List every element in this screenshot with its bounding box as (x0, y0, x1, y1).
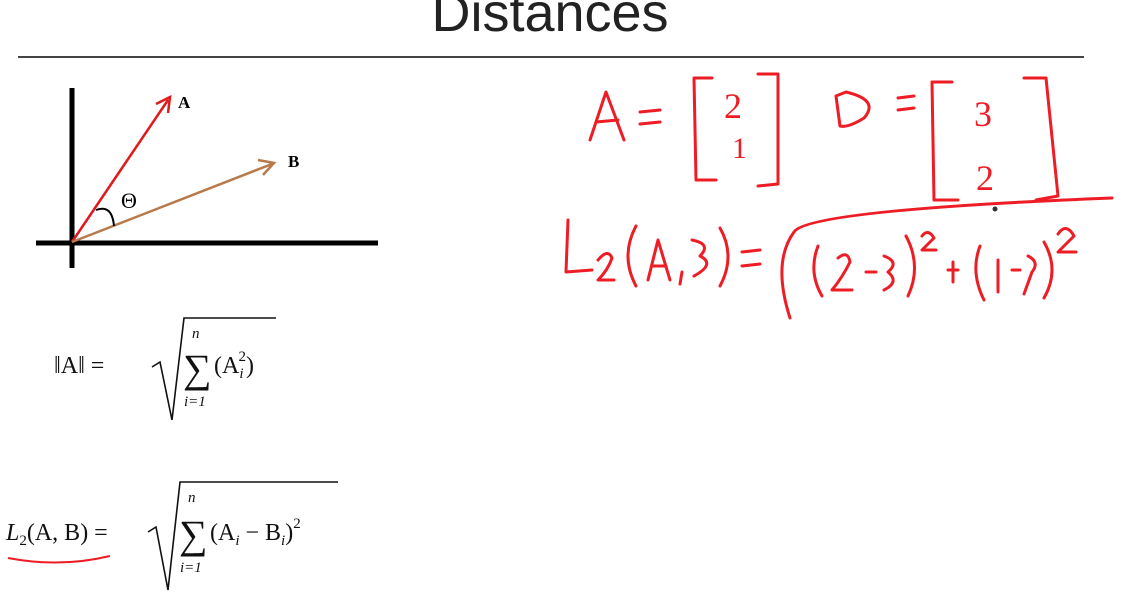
l2-term-minus: − B (240, 520, 282, 546)
hw-vector-a-entry-2: 1 (732, 132, 747, 165)
hw-paren-close-1 (718, 226, 730, 288)
hw-vector-a-entry-1: 2 (724, 86, 742, 126)
vector-diagram: A B Θ (36, 88, 378, 268)
norm-sigma: ∑ (183, 346, 212, 391)
l2-sigma: ∑ (179, 512, 208, 557)
hw-l2-sub (596, 252, 616, 282)
hw-radical (780, 196, 1114, 320)
hw-comma (678, 270, 684, 286)
l2-term-sup: 2 (293, 516, 301, 532)
vector-a-arrowhead (155, 94, 172, 114)
hw-group-2 (974, 227, 1078, 302)
angle-label: Θ (121, 188, 137, 213)
norm-sum-top: n (192, 326, 200, 342)
vector-b-label: B (288, 152, 299, 171)
l2-term-sub-b: i (281, 533, 285, 549)
norm-term-sup: 2 (239, 349, 247, 365)
l2-term-close: ) (285, 520, 293, 546)
l2-red-underline (7, 555, 111, 564)
hw-b-letter (690, 238, 709, 278)
hw-plus (946, 260, 960, 284)
svg-text:(Ai − Bi)2: (Ai − Bi)2 (210, 516, 301, 549)
vector-b-arrowhead (257, 158, 277, 176)
norm-lhs: ‖A‖ = (54, 353, 104, 379)
vector-a-arrow (70, 99, 170, 243)
norm-term-close: ) (246, 353, 254, 379)
title-divider (18, 56, 1084, 58)
hw-values: 2 1 3 2 (724, 86, 994, 198)
hw-dot (992, 206, 998, 212)
vector-a-label: A (178, 93, 191, 112)
hw-a-letter (646, 238, 672, 282)
hw-vector-b-entry-1: 3 (974, 94, 992, 134)
hw-equals-2 (896, 94, 916, 112)
l2-formula: L2(A, B) = n ∑ i=1 (Ai − Bi)2 (5, 481, 338, 591)
vector-b-arrow (71, 162, 273, 244)
svg-text:L2(A, B) =: L2(A, B) = (5, 520, 108, 549)
norm-radical (151, 317, 276, 420)
norm-formula: ‖A‖ = n ∑ i=1 (Ai2) (54, 317, 276, 420)
norm-sum-bottom: i=1 (184, 394, 206, 410)
norm-term: (A (214, 353, 240, 379)
hw-equals-3 (740, 248, 762, 268)
l2-sum-top: n (188, 490, 196, 506)
l2-term: (A (210, 520, 236, 546)
hw-bracket-left-a (692, 76, 718, 182)
l2-term-sub-a: i (235, 533, 239, 549)
hw-bracket-right-b (1022, 76, 1060, 202)
hw-label-a (588, 90, 626, 142)
hw-paren-open-1 (626, 224, 638, 288)
hw-group-1 (812, 231, 938, 298)
l2-sum-bottom: i=1 (180, 560, 202, 576)
l2-radical (147, 481, 338, 591)
slide-title: Distances (431, 0, 669, 43)
norm-term-sub: i (239, 366, 243, 382)
l2-lhs: L (5, 520, 19, 546)
hw-bracket-right-a (756, 72, 780, 188)
hw-bracket-left-b (930, 80, 960, 202)
l2-lhs-sub: 2 (19, 533, 27, 549)
hw-l2-letter (564, 218, 594, 274)
angle-arc (95, 207, 115, 227)
svg-text:(Ai2): (Ai2) (214, 349, 254, 382)
hw-equals-1 (638, 108, 662, 126)
hw-vector-b-entry-2: 2 (976, 158, 994, 198)
l2-lhs-args: (A, B) = (27, 520, 108, 546)
hw-label-b (834, 90, 871, 128)
